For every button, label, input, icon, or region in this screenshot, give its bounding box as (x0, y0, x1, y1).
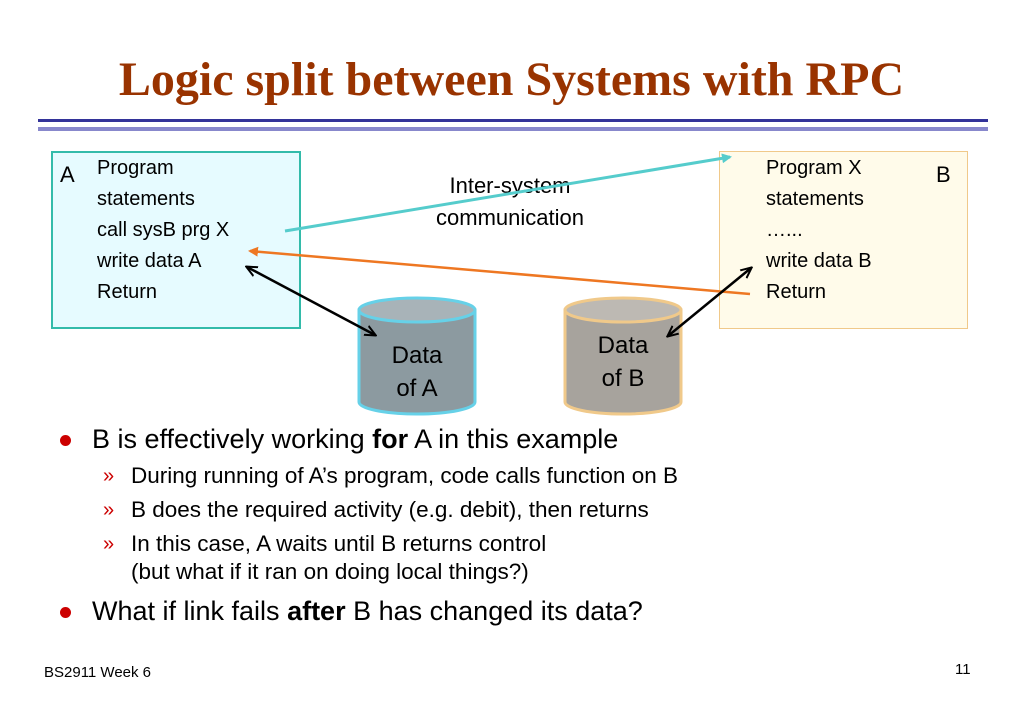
bullet-list: B is effectively working for A in this e… (60, 422, 1000, 628)
system-b-line: Return (766, 281, 827, 303)
communication-label: Inter-system communication (395, 170, 625, 234)
title-rule-top (38, 119, 988, 122)
database-b-line: of B (601, 365, 645, 392)
system-b-program: Program X statements …... write data B R… (766, 153, 872, 308)
database-a-label: Data of A (357, 339, 477, 405)
bullet-item: What if link fails after B has changed i… (60, 594, 1000, 628)
communication-line: Inter-system (449, 173, 571, 198)
page-number: 11 (955, 661, 971, 678)
system-a-program: Program statements call sysB prg X write… (97, 153, 229, 308)
database-a-icon (357, 296, 477, 416)
rpc-return-arrow (248, 246, 751, 296)
bullet-dot-icon (60, 435, 71, 446)
system-b-line: write data B (766, 250, 872, 272)
footer-course: BS2911 Week 6 (44, 664, 152, 681)
system-a-line: Return (97, 281, 158, 303)
system-a-line: write data A (97, 250, 202, 272)
database-a-line: Data (391, 342, 443, 369)
sub-bullet-marker-icon: » (103, 465, 115, 487)
system-b-line: Program X (766, 157, 862, 179)
database-b-label: Data of B (563, 329, 683, 395)
system-a-line: statements (97, 188, 195, 210)
database-b-icon (563, 296, 683, 416)
sub-bullet-item: » B does the required activity (e.g. deb… (103, 497, 649, 522)
sub-bullet-item: » During running of A’s program, code ca… (103, 463, 678, 488)
system-b-line: …... (766, 219, 803, 241)
database-a-line: of A (396, 375, 438, 402)
bullet-dot-icon (60, 607, 71, 618)
slide-title: Logic split between Systems with RPC (118, 53, 905, 106)
system-a-line: Program (97, 157, 174, 179)
communication-line: communication (436, 205, 584, 230)
system-a-label: A (60, 162, 75, 187)
system-b-line: statements (766, 188, 864, 210)
sub-bullet-item: » In this case, A waits until B returns … (103, 531, 547, 584)
bullet-item: B is effectively working for A in this e… (60, 422, 1000, 456)
system-b-label: B (936, 162, 951, 187)
title-rule-bottom (38, 127, 988, 131)
database-b-line: Data (597, 332, 649, 359)
system-b-box (719, 151, 968, 329)
system-a-line: call sysB prg X (97, 219, 230, 241)
sub-bullet-marker-icon: » (103, 533, 115, 555)
sub-bullet-marker-icon: » (103, 499, 115, 521)
